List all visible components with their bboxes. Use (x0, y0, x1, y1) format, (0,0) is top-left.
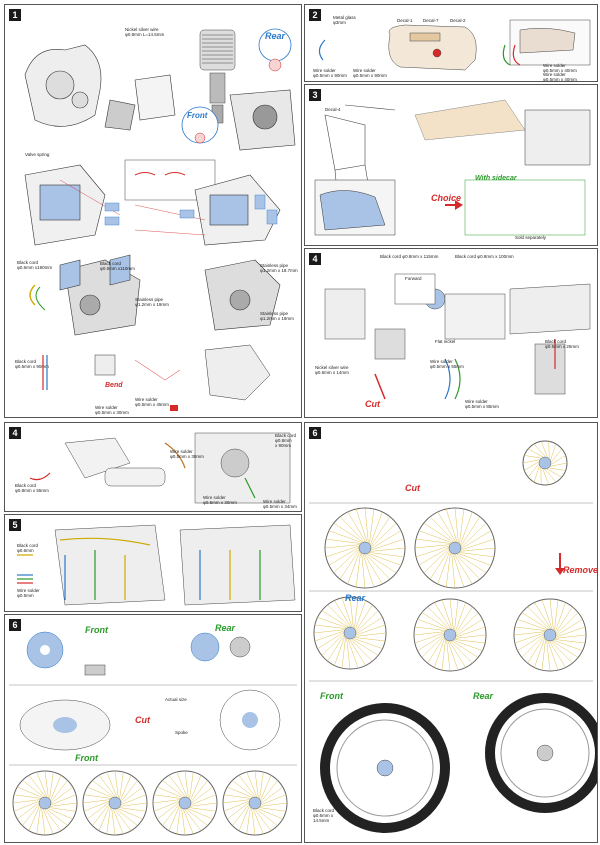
step-number: 5 (9, 519, 21, 531)
spoked-wheel (222, 770, 288, 836)
wire-solder-45: Wire solder φ0.5mm x 45mm (135, 397, 169, 407)
black-cord-2: Black cord φ0.6mm x110mm (100, 261, 135, 271)
front-label: Front (320, 691, 343, 701)
black-cord-3: Black cord φ0.5mm x 90mm (15, 359, 49, 369)
wire-solder-label: Wire solder φ0.5mm (17, 588, 40, 598)
cut-label: Cut (365, 399, 380, 409)
spoked-wheel (152, 770, 218, 836)
decal-7-label: Decal-7 (423, 18, 439, 23)
cut-label: Cut (405, 483, 420, 493)
wire-solder-30: Wire solder φ0.5mm x 30mm (95, 405, 129, 415)
bend-label: Bend (105, 382, 123, 389)
step-number: 4 (309, 253, 321, 265)
step-6b-drawing (309, 440, 597, 833)
step-3-panel: 3 Decal-4 Choice With sidecar Sold separ… (304, 84, 598, 246)
step-number: 3 (309, 89, 321, 101)
step-6a-panel: 6 Front Rear Cut Actual size Spoke Front (4, 614, 302, 843)
forward-label: Forward (405, 276, 422, 281)
step-4b-drawing (29, 432, 291, 504)
step-number: 6 (9, 619, 21, 631)
step-4a-panel: 4 Black cord φ0.8mm x 115mm Black cord φ… (304, 248, 598, 418)
step-5-drawing (17, 524, 296, 606)
step-3-drawing (314, 99, 591, 236)
step-2-drawing (318, 19, 591, 71)
nickel-wire-label: Nickel silver wire φ0.6mm x 14mm (315, 365, 349, 375)
black-cord-label: Black cord φ0.8mm x 55mm (15, 483, 49, 493)
spoked-wheel (313, 596, 387, 670)
wire-solder-30: Wire solder φ0.5mm x 30mm (170, 449, 204, 459)
step-4a-drawing (324, 273, 591, 400)
stainless-pipe-3: Stainless pipe φ1.2mm x 19mm (260, 311, 294, 321)
step-2-panel: 2 Metal glass φ3mm Decal-1 Decal-7 Decal… (304, 4, 598, 82)
sold-separately-label: Sold separately (515, 235, 547, 240)
wire-solder-34: Wire solder φ0.5mm x 34mm (263, 499, 297, 509)
rear-label-2: Rear (473, 691, 494, 701)
rear-label: Rear (215, 623, 236, 633)
front-label-2: Front (75, 753, 98, 763)
wire-solder-b: Wire solder φ0.5mm x 85mm (465, 399, 499, 409)
spoked-wheel (413, 598, 487, 672)
black-cord-label: Black cord φ0.6mm (17, 543, 39, 553)
decal-2-label: Decal-2 (450, 18, 466, 23)
spoked-wheel (12, 770, 78, 836)
step-6a-drawing (9, 631, 297, 836)
decal-4-label: Decal-4 (325, 107, 341, 112)
black-cord-25: Black cord φ0.5mm x 25mm (545, 339, 579, 349)
black-cord-115: Black cord φ0.8mm x 115mm (380, 254, 439, 259)
step-6b-panel: 6 Cut Remove Rear Front Rear Black cord … (304, 422, 598, 843)
decal-1-label: Decal-1 (397, 18, 413, 23)
spoked-wheel (82, 770, 148, 836)
with-sidecar-label: With sidecar (475, 175, 517, 182)
wire-solder-40: Wire solder φ0.5mm x 30mm (203, 495, 237, 505)
flat-nickel-label: Flat nickel (435, 339, 456, 344)
metal-glass-label: Metal glass φ3mm (333, 15, 356, 25)
black-cord-label: Black cord φ0.6mm x 14.5mm (313, 808, 335, 823)
wire-solder-c: Wire solder φ0.5mm x 40mm (543, 63, 577, 73)
stainless-pipe-1: Stainless pipe φ1.2mm x 18.7mm (260, 263, 298, 273)
actual-size-label: Actual size (165, 697, 187, 702)
spoked-wheel (513, 598, 587, 672)
rear-label: Rear (265, 31, 286, 41)
black-cord-100: Black cord φ0.8mm x 100mm (455, 254, 514, 259)
step-number: 4 (9, 427, 21, 439)
black-cord-90: Black cord φ0.8mm x 90mm (275, 433, 297, 448)
spoke-label: Spoke (175, 730, 188, 735)
stainless-pipe-2: Stainless pipe φ1.2mm x 19mm (135, 297, 169, 307)
spoked-wheel (324, 507, 406, 589)
spoked-wheel (522, 440, 568, 486)
step-number: 1 (9, 9, 21, 21)
black-cord-1: Black cord φ0.6mm x190mm (17, 260, 53, 270)
valve-spring-label: Valve spring (25, 152, 50, 157)
choice-label: Choice (431, 193, 462, 203)
rear-label: Rear (345, 593, 366, 603)
step-1-panel: 1 (4, 4, 302, 418)
step-number: 2 (309, 9, 321, 21)
wire-solder-a: Wire solder φ0.5mm x 90mm (313, 68, 347, 78)
step-4b-panel: 4 Black cord φ0.8mm x 55mm Wire solder φ… (4, 422, 302, 512)
wire-solder-d: Wire solder φ0.5mm x 40mm (543, 72, 577, 82)
step-1-drawing (24, 28, 296, 411)
step-number: 6 (309, 427, 321, 439)
remove-label: Remove (563, 565, 598, 575)
nickel-wire-label: Nickel silver wire φ0.8mm L=14.5mm (125, 27, 165, 37)
spoked-wheel (414, 507, 496, 589)
cut-label: Cut (135, 715, 150, 725)
step-5-panel: 5 Black cord φ0.6mm Wire solder φ0.5mm (4, 514, 302, 612)
wire-solder-b: Wire solder φ0.5mm x 90mm (353, 68, 387, 78)
front-label: Front (85, 625, 108, 635)
wire-solder-a: Wire solder φ0.5mm x 55mm (430, 359, 464, 369)
front-label: Front (187, 111, 208, 120)
